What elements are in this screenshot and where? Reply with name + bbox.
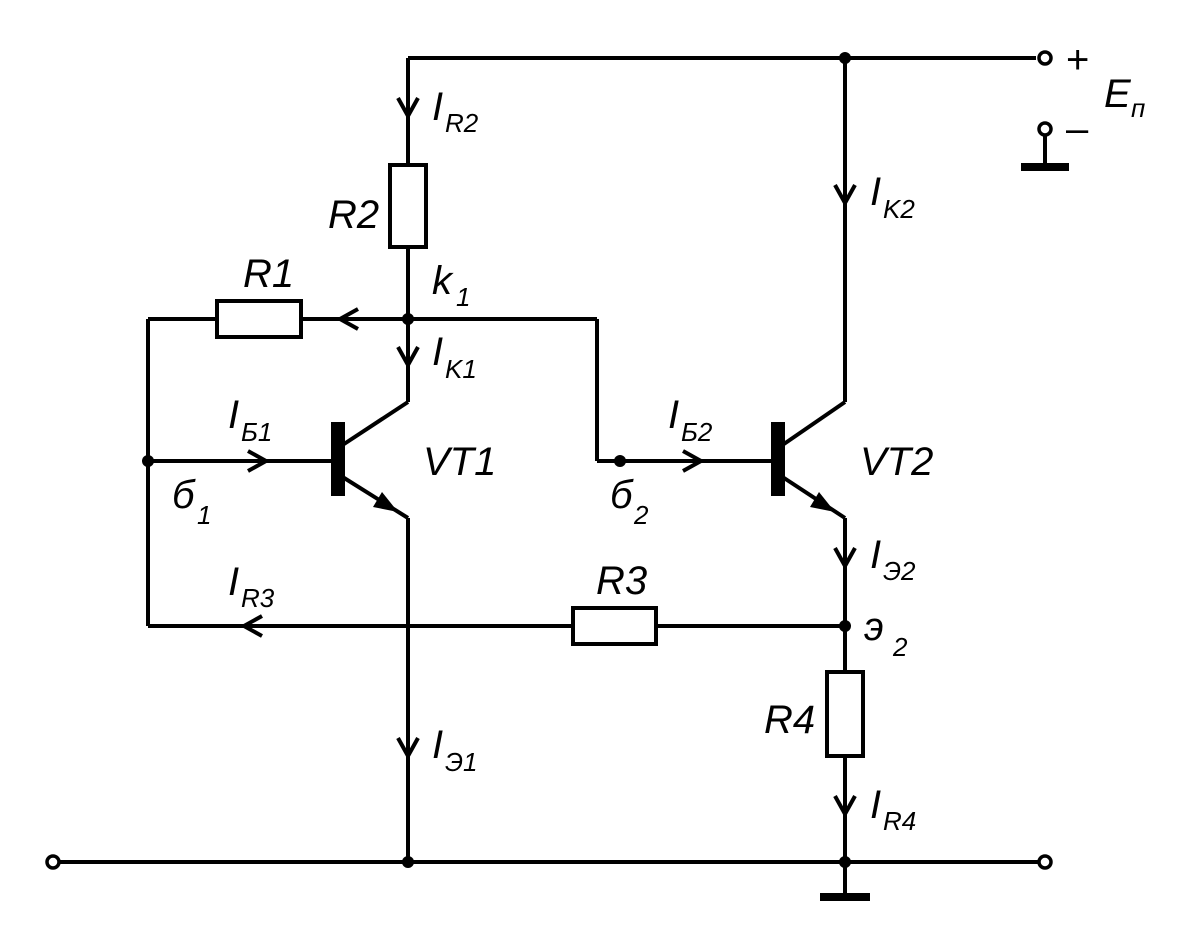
transistor-vt2-emitter-arrow: [810, 492, 835, 512]
current-ie1-label: I: [432, 723, 443, 767]
resistor-r1-label: R1: [243, 252, 294, 296]
supply-label-subscript: п: [1131, 93, 1145, 123]
current-ir4-label: I: [870, 783, 881, 827]
node-labels: k 1 б 1 б 2 э 2: [172, 259, 908, 662]
arrow-ib2: [682, 449, 706, 473]
current-ir4-subscript: R4: [883, 806, 916, 836]
terminals: [45, 50, 1053, 870]
current-ik1-label: I: [432, 330, 443, 374]
current-ib2-label: I: [668, 393, 679, 437]
supply-source: + – E п: [1066, 38, 1145, 151]
current-ie1-subscript: Э1: [445, 747, 478, 777]
supply-minus-sign: –: [1066, 107, 1089, 151]
current-ie2-label: I: [870, 533, 881, 577]
transistor-vt2-emitter-lead: [779, 474, 847, 520]
resistor-r1-body: [215, 299, 303, 339]
node-k1-subscript: 1: [456, 282, 470, 312]
arrow-ir2: [396, 97, 420, 121]
arrow-ie2: [833, 547, 857, 571]
transistor-vt1-emitter-arrow: [373, 492, 398, 512]
resistor-r4-body: [825, 670, 865, 758]
node-k1-label: k: [432, 259, 454, 303]
current-arrows: [239, 97, 857, 819]
current-ib1-subscript: Б1: [241, 417, 272, 447]
transistor-vt1-emitter-lead: [339, 474, 410, 520]
junction-b2: [614, 455, 626, 467]
current-ik2-subscript: K2: [883, 194, 915, 224]
resistor-r3: R3: [571, 559, 658, 646]
transistor-vt2-base-bar: [771, 422, 785, 496]
arrow-ir4: [833, 795, 857, 819]
transistor-vt2: VT2: [771, 400, 933, 520]
current-ir2-subscript: R2: [445, 108, 479, 138]
ground-symbol-supply: [1021, 163, 1069, 171]
current-ik1-subscript: K1: [445, 354, 477, 384]
ground-symbol-bottom: [820, 893, 870, 901]
transistor-vt2-label: VT2: [860, 440, 933, 484]
resistor-r2-body: [388, 163, 428, 249]
transistor-vt1-base-bar: [331, 422, 345, 496]
junctions: [142, 52, 851, 868]
terminal-minus: [1037, 121, 1053, 137]
resistor-r4: R4: [764, 670, 865, 758]
node-b1-subscript: 1: [197, 500, 211, 530]
current-ib1-label: I: [228, 393, 239, 437]
arrow-ik2: [833, 184, 857, 208]
node-b1-label: б: [172, 473, 196, 517]
current-ir2-label: I: [432, 85, 443, 129]
node-e2-label: э: [864, 605, 884, 649]
arrow-ie1: [396, 737, 420, 761]
transistor-vt1-label: VT1: [423, 440, 496, 484]
arrow-ik1: [396, 346, 420, 370]
arrow-r1-current: [335, 307, 359, 331]
supply-plus-sign: +: [1066, 38, 1089, 82]
terminal-ground-left: [45, 854, 61, 870]
resistor-r3-body: [571, 606, 658, 646]
resistor-r4-label: R4: [764, 698, 815, 742]
terminal-ground-right: [1037, 854, 1053, 870]
terminal-plus: [1037, 50, 1053, 66]
resistor-r2: R2: [328, 163, 428, 249]
junction-b1: [142, 455, 154, 467]
node-e2-subscript: 2: [892, 632, 908, 662]
arrow-ir3: [239, 614, 263, 638]
resistor-r1: R1: [215, 252, 303, 339]
current-ir3-label: I: [228, 560, 239, 604]
transistor-vt1-collector-lead: [339, 400, 410, 448]
junction-e2: [839, 620, 851, 632]
current-ib2-subscript: Б2: [681, 417, 713, 447]
current-ie2-subscript: Э2: [883, 556, 916, 586]
transistor-vt1: VT1: [331, 400, 496, 520]
node-b2-subscript: 2: [633, 500, 649, 530]
current-ik2-label: I: [870, 170, 881, 214]
current-labels: I R2 I K1 I Б1 I R3 I Э1 I K2 I Б2 I Э2 …: [228, 85, 916, 836]
wires: [53, 56, 1047, 895]
junction-k1: [402, 313, 414, 325]
current-ir3-subscript: R3: [241, 583, 275, 613]
supply-label: E: [1104, 72, 1132, 116]
junction-ground-vt1: [402, 856, 414, 868]
junction-ground-r4: [839, 856, 851, 868]
node-b2-label: б: [610, 473, 634, 517]
resistor-r3-label: R3: [596, 559, 647, 603]
junction-supply-vt2: [839, 52, 851, 64]
transistor-vt2-collector-lead: [779, 400, 847, 448]
arrow-ib1: [247, 449, 271, 473]
resistor-r2-label: R2: [328, 193, 379, 237]
